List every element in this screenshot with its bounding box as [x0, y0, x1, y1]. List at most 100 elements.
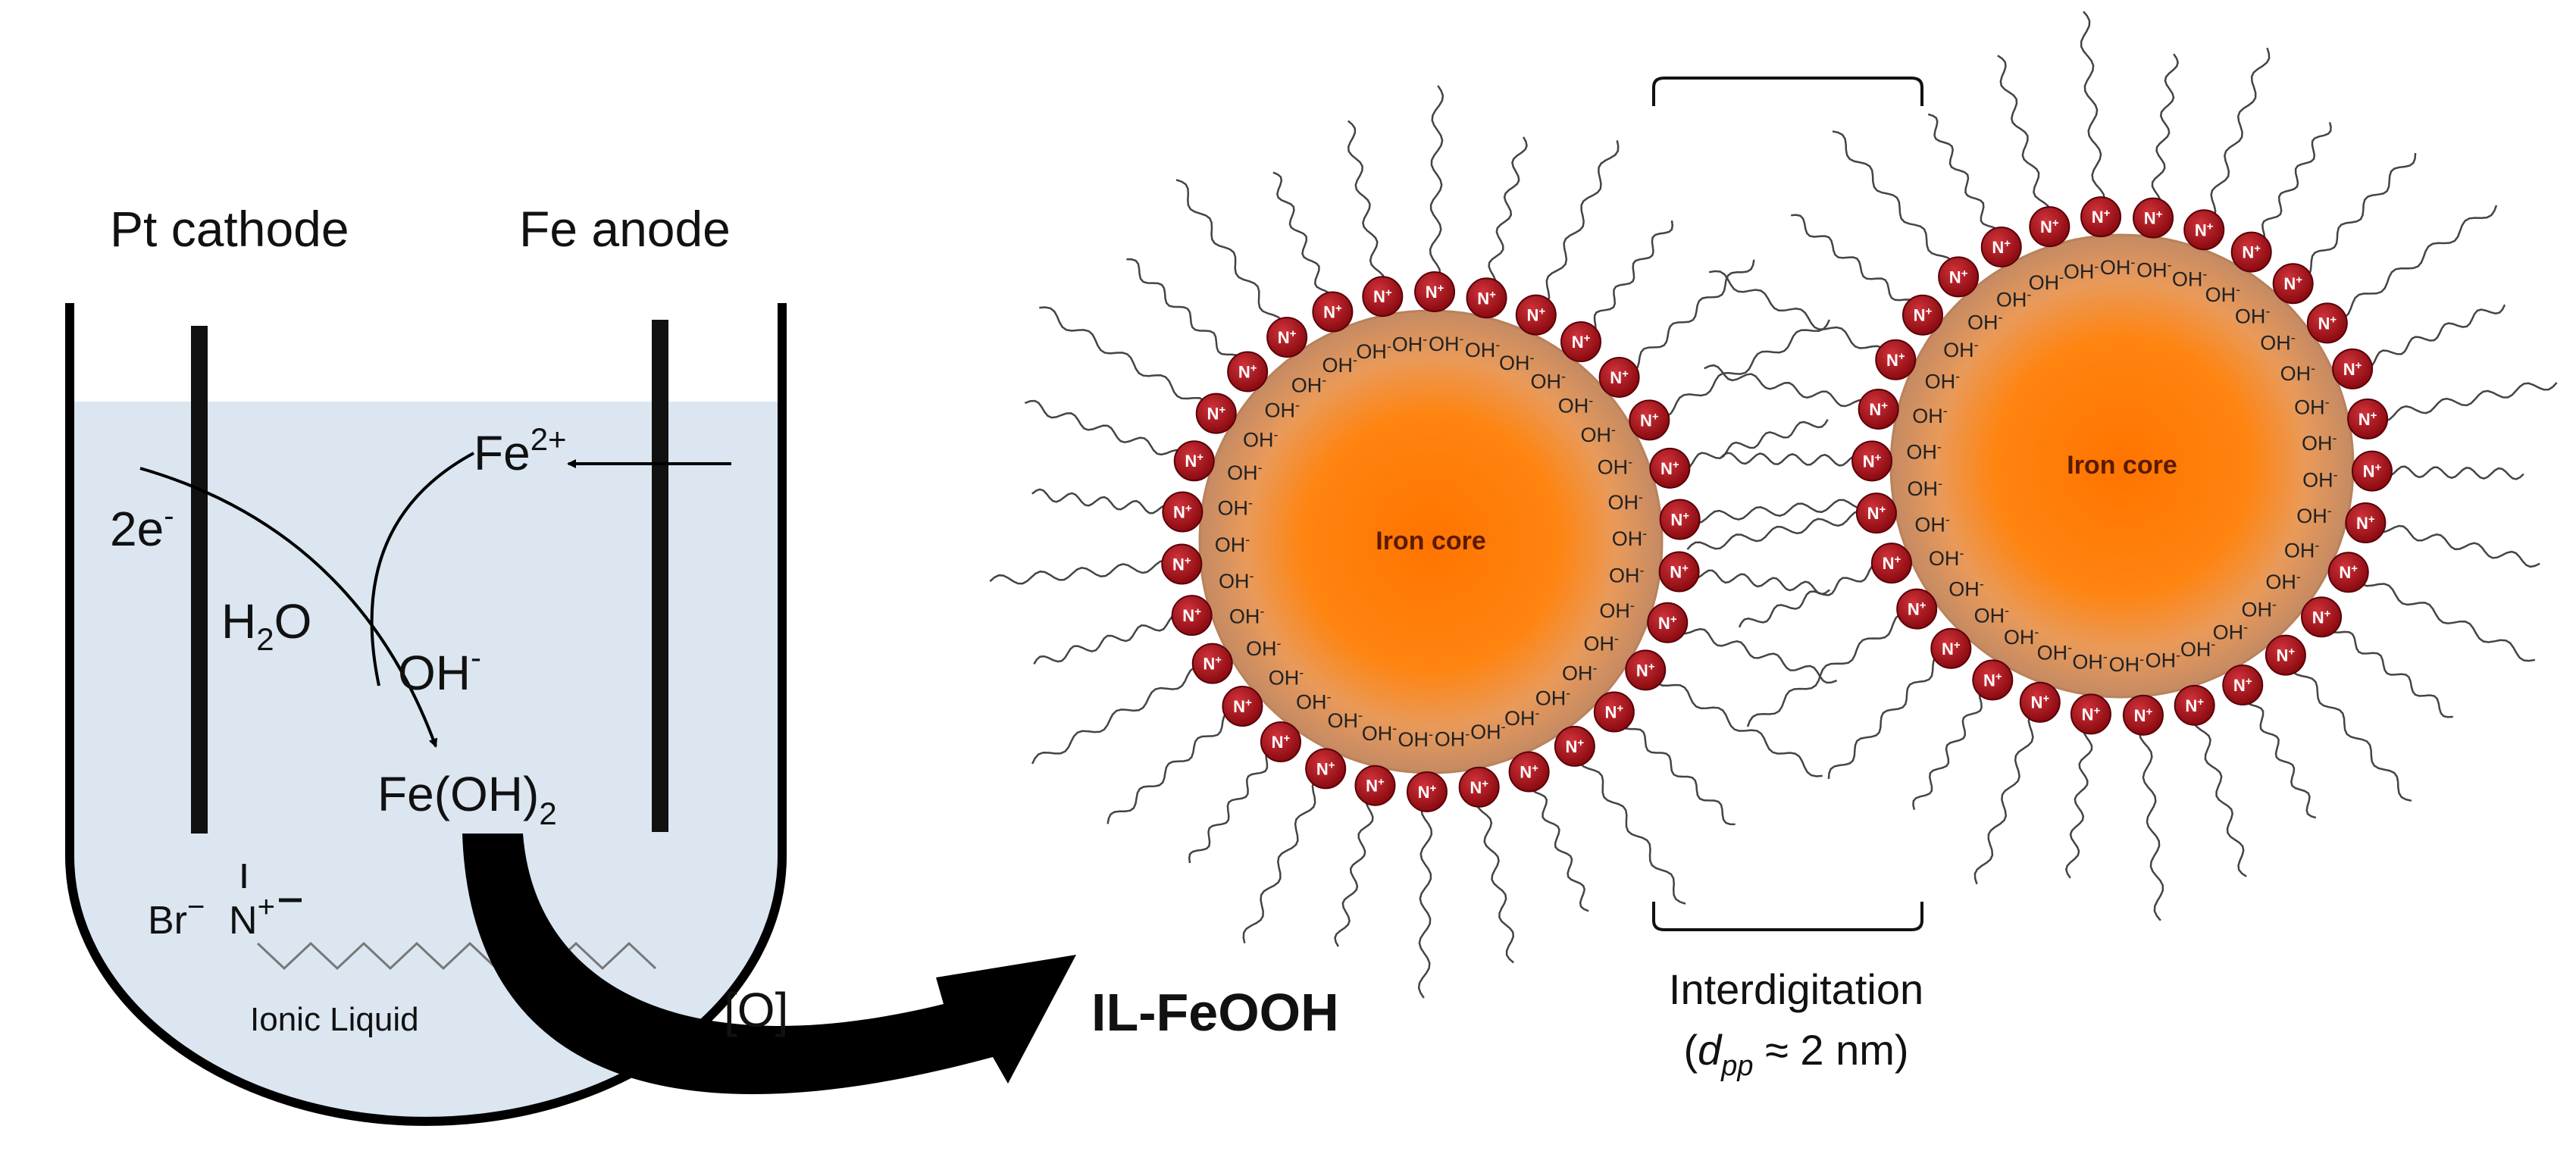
hydroxyl-label: OH-	[1948, 577, 1984, 601]
alkyl-chain	[1997, 55, 2052, 221]
electrolyte	[70, 402, 782, 1121]
hydroxyl-label: OH-	[1996, 286, 2032, 311]
cation-bead: N+	[1406, 771, 1448, 812]
alkyl-chain	[1791, 214, 1918, 311]
alkyl-chain	[1334, 792, 1374, 947]
cation-bead: N+	[2301, 596, 2343, 638]
alkyl-chain	[1673, 624, 1838, 684]
svg-text:N+: N+	[2363, 461, 2382, 481]
alkyl-chain	[2326, 621, 2453, 718]
svg-text:N+: N+	[1942, 639, 1961, 658]
cation-bead: N+	[1598, 356, 1640, 398]
hydroxyl-label: OH-	[1465, 337, 1501, 361]
cation-bead: N+	[1508, 751, 1550, 793]
cations-left: N+N+N+N+N+N+N+N+N+N+N+N+N+N+N+N+N+N+N+N+…	[1161, 271, 1701, 812]
hydroxyl-label: OH-	[1243, 427, 1279, 451]
cation-bead: N+	[2080, 196, 2122, 238]
cation-bead: N+	[2327, 552, 2369, 593]
svg-text:N+: N+	[1867, 503, 1886, 523]
water-label: H2O	[221, 594, 311, 657]
cation-bead: N+	[1629, 399, 1670, 441]
alkyl-chain	[256, 941, 657, 971]
pt-cathode	[191, 326, 208, 834]
svg-text:N+: N+	[1477, 288, 1496, 308]
hydroxyl-label: OH-	[1398, 727, 1433, 751]
hydroxyl-label: OH-	[1562, 661, 1598, 685]
cation-bead: N+	[1851, 440, 1893, 482]
cation-bead: N+	[1658, 551, 1700, 593]
svg-text:N+: N+	[2343, 359, 2362, 379]
cation-bead: N+	[1901, 294, 1943, 336]
svg-text:N+: N+	[1173, 502, 1192, 521]
product-label: Fe(OH)2	[377, 767, 557, 831]
cation-bead: N+	[1870, 543, 1912, 584]
alkyl-chain	[2255, 122, 2332, 247]
alkyl-chain	[1529, 778, 1589, 912]
svg-text:N+: N+	[1658, 613, 1677, 633]
hydroxyl-label: OH-	[1470, 719, 1506, 743]
svg-text:N+: N+	[1670, 562, 1689, 582]
hydroxyl-label: OH-	[2280, 361, 2316, 385]
svg-text:N+: N+	[1605, 702, 1624, 722]
svg-text:N+: N+	[2040, 217, 2059, 236]
svg-text:N+: N+	[2092, 207, 2111, 227]
cations-right: N+N+N+N+N+N+N+N+N+N+N+N+N+N+N+N+N+N+N+N+…	[1851, 196, 2393, 736]
alkyl-chain	[1578, 752, 1686, 905]
cation-bead: N+	[1171, 595, 1213, 636]
cation-bead: N+	[1222, 686, 1263, 727]
cation-bead: N+	[2019, 681, 2061, 723]
hydroxyl-label: OH-	[1599, 598, 1635, 622]
hydroxyl-label: OH-	[1974, 603, 2010, 627]
alkyl-chain	[1188, 746, 1277, 864]
cation-bead: N+	[1260, 721, 1301, 762]
cation-bead: N+	[1930, 627, 1972, 669]
alkyl-chain	[1106, 710, 1237, 824]
electron-flow-arrow	[139, 467, 438, 748]
hydroxyl-label: OH-	[2004, 624, 2039, 649]
anode-label: Fe anode	[519, 201, 731, 257]
svg-text:N+: N+	[1949, 267, 1968, 286]
svg-text:N+: N+	[1418, 782, 1437, 802]
alkyl-chain	[1429, 85, 1445, 285]
hydroxyl-label: OH-	[2296, 503, 2332, 527]
alkyl-chain	[1031, 488, 1176, 515]
hydroxyl-label: OH-	[1265, 397, 1301, 421]
svg-text:N+: N+	[2195, 220, 2214, 239]
svg-text:N+: N+	[2242, 242, 2261, 262]
nanoparticle-pair: OH-OH-OH-OH-OH-OH-OH-OH-OH-OH-OH-OH-OH-O…	[989, 11, 2558, 1082]
svg-text:N+: N+	[1272, 732, 1291, 752]
interdigitation-label: Interdigitation	[1669, 965, 1923, 1013]
svg-text:N+: N+	[1983, 670, 2002, 690]
svg-text:N+: N+	[2312, 607, 2331, 627]
alkyl-chain	[2372, 524, 2540, 568]
hydroxyl-label: OH-	[2064, 259, 2099, 283]
alkyl-chain	[989, 559, 1175, 585]
alkyl-chain	[2064, 721, 2093, 879]
hydroxyl-label: OH-	[1584, 631, 1620, 655]
cation-bead: N+	[1362, 276, 1404, 317]
cation-bead: N+	[2070, 693, 2111, 735]
hydroxyl-label: OH-	[2302, 430, 2337, 455]
hydroxyl-label: OH-	[1580, 422, 1616, 446]
alkyl-chains-right	[1686, 11, 2558, 921]
svg-text:N+: N+	[2283, 274, 2302, 293]
hydroxyl-label: OH-	[1535, 686, 1571, 710]
alkyl-chain	[1973, 708, 2039, 885]
fe2-to-product-arrow	[370, 452, 474, 687]
cation-bead: N+	[1659, 499, 1701, 540]
hydroxyl-label: OH-	[2072, 649, 2108, 674]
hydroxyl-label: OH-	[2265, 569, 2301, 593]
cation-bead: N+	[1554, 725, 1595, 767]
svg-text:N+: N+	[2134, 705, 2153, 725]
cation-bead: N+	[1938, 256, 1980, 298]
svg-text:N+: N+	[2339, 562, 2358, 582]
cation-bead: N+	[1896, 588, 1938, 630]
alkyl-chain	[1488, 136, 1528, 292]
svg-text:N+: N+	[1185, 451, 1203, 471]
hydroxyl-label: OH-	[2205, 282, 2241, 306]
oxidation-label: [O]	[724, 983, 788, 1037]
cation-bead: N+	[1195, 393, 1237, 434]
cathode-label: Pt cathode	[110, 201, 349, 257]
cation-bead: N+	[1875, 339, 1917, 380]
alkyl-chain	[1126, 258, 1244, 367]
